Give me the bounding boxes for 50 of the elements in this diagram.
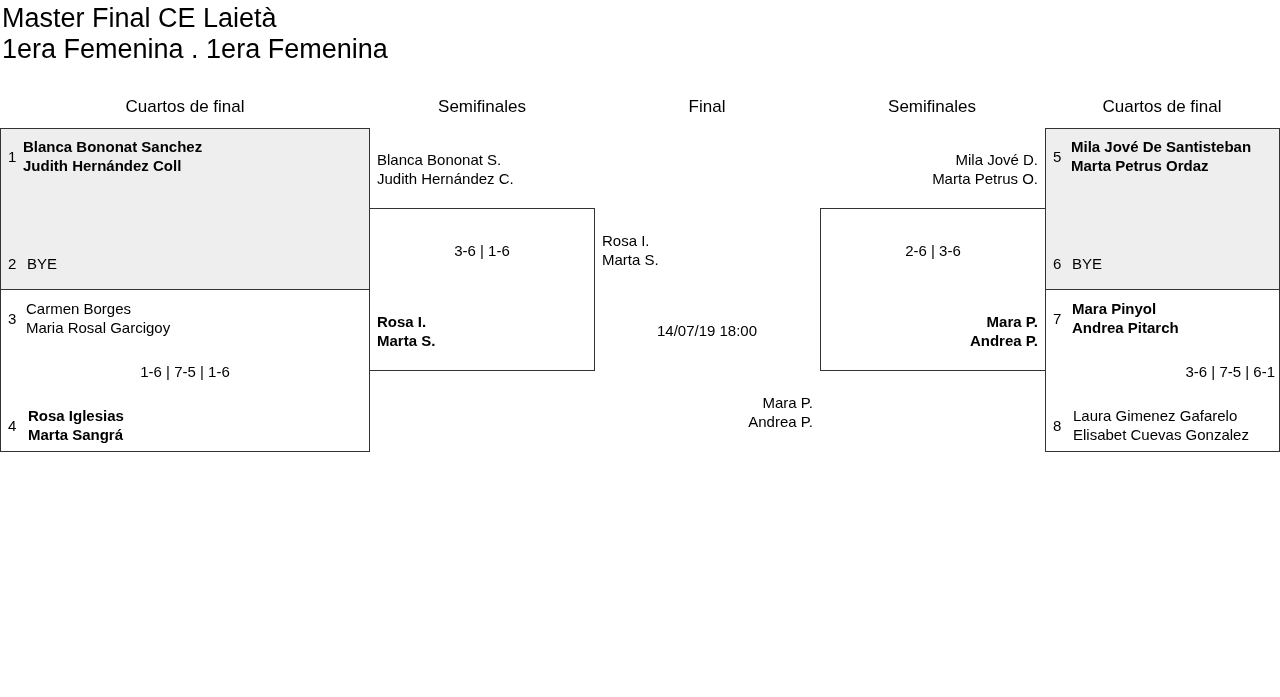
match-date: 14/07/19 18:00	[656, 321, 758, 340]
player-name: Andrea P.	[969, 331, 1038, 350]
seed-number: 8	[1053, 416, 1062, 435]
seed-number: 6	[1053, 254, 1062, 273]
round-heading: Final	[688, 96, 726, 117]
player-name: Maria Rosal Garcigoy	[26, 318, 171, 337]
player-name: Mila Jové De Santisteban	[1071, 137, 1252, 156]
player-name: Blanca Bononat Sanchez	[23, 137, 203, 156]
seed-number: 7	[1053, 309, 1062, 328]
seed-number: 4	[8, 416, 17, 435]
player-name: Andrea P.	[748, 412, 813, 431]
player-name: Mara Pinyol	[1072, 299, 1157, 318]
match-box	[1045, 289, 1280, 452]
player-name: Judith Hernández Coll	[23, 156, 182, 175]
subtitle: 1era Femenina . 1era Femenina	[2, 34, 388, 65]
bye-label: BYE	[27, 254, 57, 273]
player-name: Marta S.	[602, 250, 659, 269]
match-box	[0, 128, 370, 290]
seed-number: 5	[1053, 147, 1062, 166]
match-box	[1045, 128, 1280, 290]
player-name: Marta Petrus O.	[932, 169, 1038, 188]
bye-label: BYE	[1072, 254, 1102, 273]
player-name: Rosa Iglesias	[28, 406, 124, 425]
seed-number: 1	[8, 147, 17, 166]
match-score: 2-6 | 3-6	[905, 241, 961, 260]
player-name: Blanca Bononat S.	[377, 150, 502, 169]
match-score: 3-6 | 7-5 | 6-1	[1185, 362, 1275, 381]
player-name: Mara P.	[986, 312, 1038, 331]
round-heading: Semifinales	[438, 96, 526, 117]
player-name: Elisabet Cuevas Gonzalez	[1073, 425, 1249, 444]
player-name: Judith Hernández C.	[377, 169, 514, 188]
player-name: Marta S.	[377, 331, 436, 350]
player-name: Mara P.	[762, 393, 813, 412]
player-name: Marta Sangrá	[28, 425, 124, 444]
player-name: Rosa I.	[377, 312, 427, 331]
player-name: Mila Jové D.	[955, 150, 1038, 169]
seed-number: 2	[8, 254, 17, 273]
player-name: Andrea Pitarch	[1072, 318, 1179, 337]
round-heading: Cuartos de final	[125, 96, 245, 117]
player-name: Marta Petrus Ordaz	[1071, 156, 1209, 175]
match-score: 1-6 | 7-5 | 1-6	[140, 362, 230, 381]
round-heading: Cuartos de final	[1102, 96, 1222, 117]
player-name: Laura Gimenez Gafarelo	[1073, 406, 1238, 425]
title: Master Final CE Laietà	[2, 2, 277, 34]
match-box	[0, 289, 370, 452]
player-name: Rosa I.	[602, 231, 650, 250]
seed-number: 3	[8, 309, 17, 328]
match-score: 3-6 | 1-6	[454, 241, 510, 260]
player-name: Carmen Borges	[26, 299, 132, 318]
round-heading: Semifinales	[888, 96, 976, 117]
